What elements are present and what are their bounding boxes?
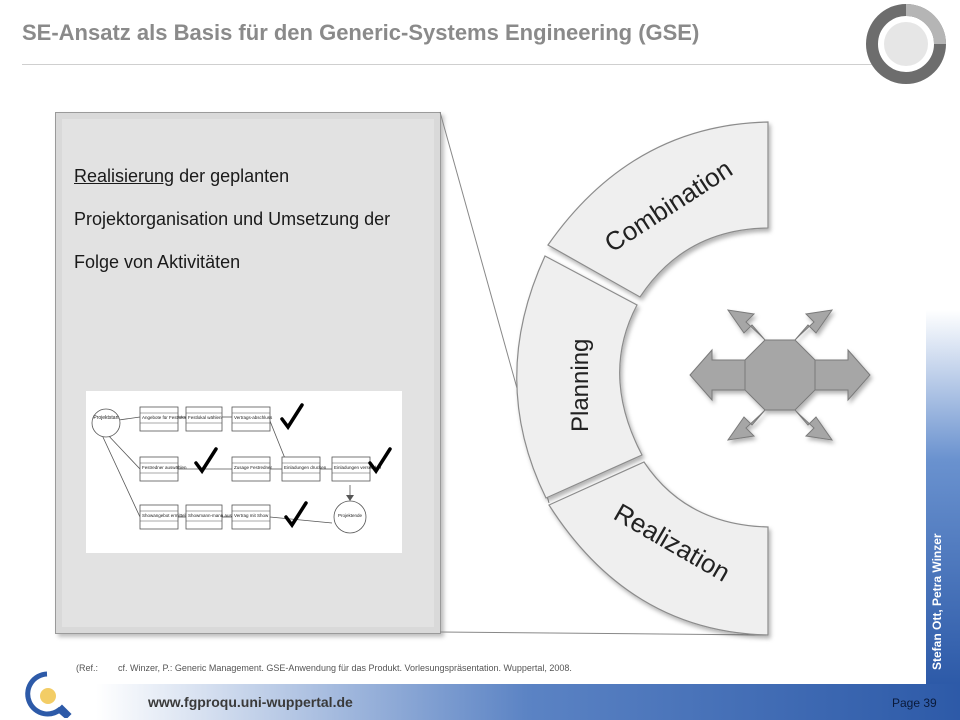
network-diagram: Projektstart Angebote für Festlokal Fest… — [91, 406, 382, 534]
network-node — [333, 500, 367, 534]
checkmark-icon — [194, 447, 218, 475]
network-node — [231, 504, 271, 530]
network-node — [185, 504, 223, 530]
network-node-label: Einladungen drucken — [284, 465, 327, 470]
network-node — [331, 456, 371, 482]
authors-label: Stefan Ott, Petra Winzer — [930, 533, 944, 670]
network-node-label: Showangebot ermitteln — [142, 513, 189, 518]
footer-bar — [0, 684, 960, 720]
description-text: Realisierung der geplanten Projektorgani… — [74, 155, 414, 284]
description-rest: der geplanten Projektorganisation und Um… — [74, 166, 391, 272]
network-node-label: Showmann-mann auswähl. — [188, 513, 242, 518]
network-node-label: Vertrags-abschluss — [234, 415, 273, 420]
network-node-label: Festredner auswählen — [142, 465, 187, 470]
network-node-label: Zusage Festredner — [234, 465, 273, 470]
checkmarks — [194, 403, 392, 529]
reference-text: cf. Winzer, P.: Generic Management. GSE-… — [118, 663, 572, 673]
ring-logo-icon — [866, 4, 946, 84]
network-node-label: Angebote für Festlokal — [142, 415, 187, 420]
network-diagram-box: Projektstart Angebote für Festlokal Fest… — [86, 391, 402, 553]
network-node-label: Projektende — [338, 513, 363, 518]
reference-note: (Ref.: cf. Winzer, P.: Generic Management… — [76, 663, 572, 673]
side-bar — [926, 310, 960, 684]
page-number: Page 39 — [892, 696, 937, 710]
label-planning: Planning — [567, 339, 594, 432]
description-panel: Realisierung der geplanten Projektorgani… — [55, 112, 441, 634]
network-node — [231, 406, 271, 432]
fgproqu-logo-icon — [25, 671, 72, 718]
network-node — [139, 504, 179, 530]
network-node-label: Projektstart — [93, 415, 119, 421]
arc-segment-planning — [516, 255, 643, 499]
footer-url-link[interactable]: www.fgproqu.uni-wuppertal.de — [148, 694, 353, 710]
title-divider — [22, 64, 872, 65]
network-node — [139, 406, 179, 432]
star-arrows-icon — [689, 309, 871, 441]
network-node — [185, 406, 223, 432]
reference-label: (Ref.: — [76, 663, 99, 673]
network-node — [281, 456, 321, 482]
arc-segment-realization — [548, 461, 769, 636]
arc-segment-combination — [547, 121, 769, 298]
description-underlined: Realisierung — [74, 166, 175, 186]
network-node-label: Einladungen versenden — [334, 465, 382, 470]
checkmark-icon — [284, 501, 308, 529]
network-node-label: Festlokal wählen — [188, 415, 222, 420]
checkmark-icon — [368, 447, 392, 475]
network-node — [91, 408, 121, 438]
checkmark-icon — [280, 403, 304, 431]
network-node-label: Vertrag mit Show — [234, 513, 269, 518]
page-title: SE-Ansatz als Basis für den Generic-Syst… — [22, 20, 700, 45]
network-node — [231, 456, 271, 482]
network-node — [139, 456, 179, 482]
